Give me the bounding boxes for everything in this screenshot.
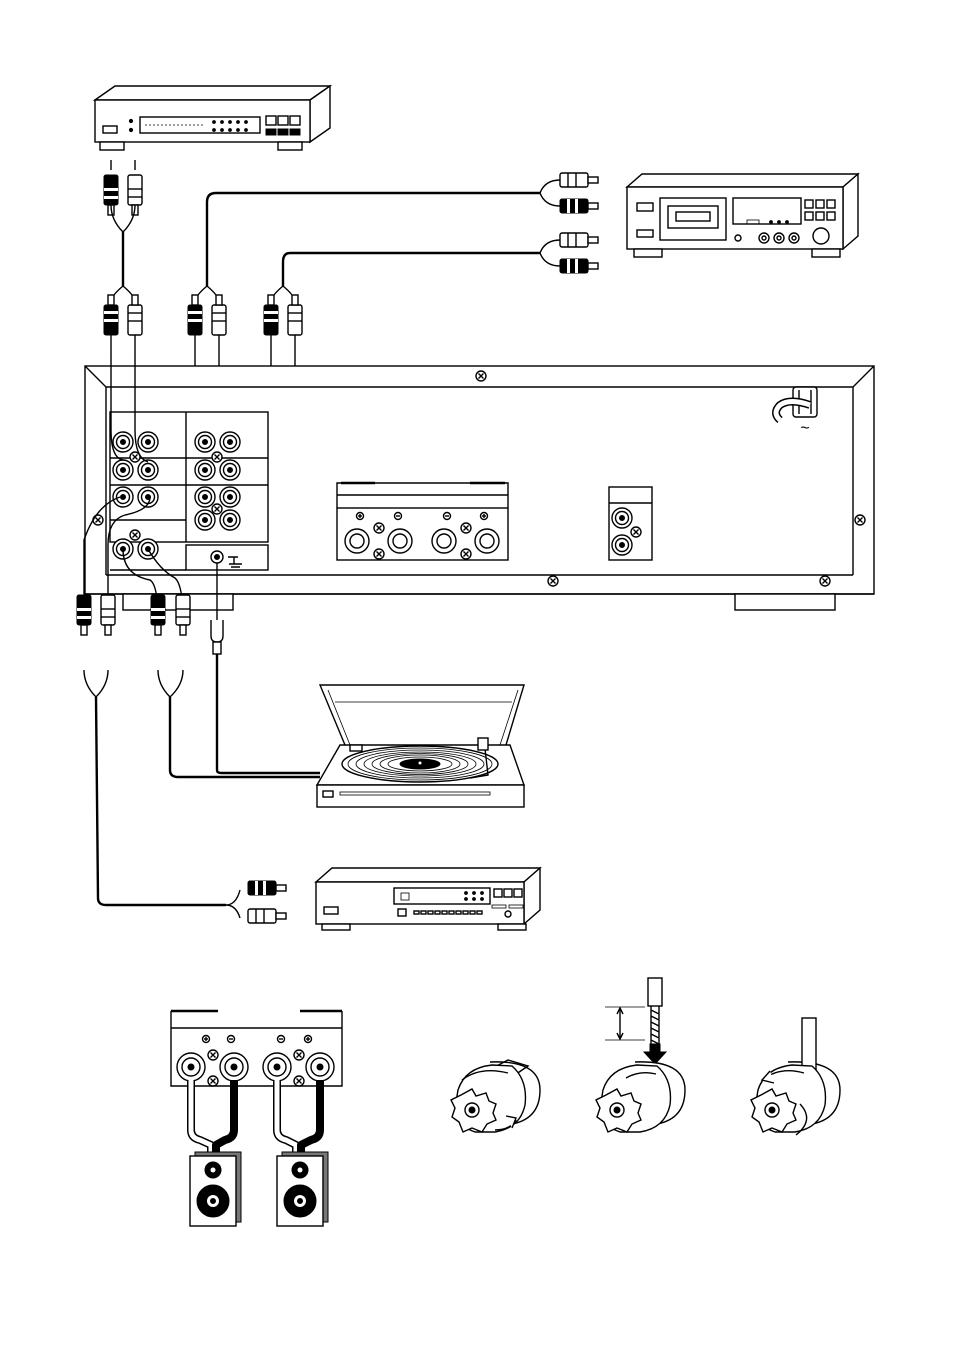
turntable-icon — [317, 685, 524, 807]
speaker-icon — [277, 1152, 328, 1226]
speaker-terminal-detail — [171, 1011, 342, 1153]
tuner-icon — [95, 86, 330, 150]
tuner-cable — [104, 160, 142, 355]
cassette-deck-icon — [627, 174, 858, 257]
speaker-icon — [190, 1152, 241, 1226]
terminal-step-loosen-icon — [451, 1060, 540, 1132]
cd-player-icon — [316, 868, 540, 930]
ac-symbol: ~ — [800, 420, 809, 437]
amplifier-icon: ~ — [85, 366, 874, 610]
terminal-step-tighten-icon — [751, 1018, 840, 1135]
terminal-step-insert-wire-icon — [596, 978, 685, 1132]
